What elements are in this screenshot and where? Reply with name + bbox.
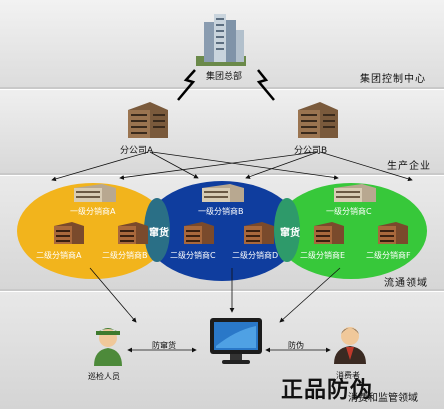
branch-b-building-icon: [298, 102, 338, 138]
secondary-distributor-c-label: 二级分销商C: [170, 251, 216, 260]
primary-distributor-c-label: 一级分销商C: [326, 207, 372, 216]
separator: [0, 87, 444, 90]
overlap-right-label: 窜货: [280, 228, 300, 239]
inspector-person-icon: [94, 328, 122, 366]
primary-distributor-b-label: 一级分销商B: [198, 207, 244, 216]
hq-building-icon: [196, 14, 246, 66]
branch-a-label: 分公司A: [120, 146, 154, 156]
hq-label: 集团总部: [206, 72, 243, 82]
band-label-consumption: 消费和监管领域: [348, 393, 418, 404]
branch-b-label: 分公司B: [294, 146, 328, 156]
secondary-distributor-a-label: 二级分销商A: [36, 251, 82, 260]
band-production: [0, 90, 444, 174]
secondary-distributor-e-building-icon: [314, 222, 344, 244]
secondary-distributor-b-label: 二级分销商B: [102, 251, 148, 260]
consumer-person-icon: [334, 327, 366, 364]
anti-counterfeit-label: 防伪: [288, 341, 304, 350]
branch-a-building-icon: [128, 102, 168, 138]
computer-monitor-icon: [210, 318, 262, 364]
band-label-circulation: 流通领域: [384, 278, 428, 289]
inspector-label: 巡检人员: [88, 372, 120, 381]
secondary-distributor-e-label: 二级分销商E: [300, 251, 346, 260]
primary-distributor-a-building-icon: [74, 184, 116, 202]
anti-diversion-label: 防窜货: [152, 341, 176, 350]
overlap-zone-left: [144, 198, 170, 262]
consumer-label: 消费者: [336, 371, 360, 380]
secondary-distributor-c-building-icon: [184, 222, 214, 244]
separator: [0, 173, 444, 176]
primary-distributor-c-building-icon: [334, 184, 376, 202]
primary-distributor-b-building-icon: [202, 184, 244, 202]
footer-title: 正品防伪: [281, 378, 374, 403]
secondary-distributor-a-building-icon: [54, 222, 84, 244]
lightning-icon: [177, 69, 275, 101]
secondary-distributor-f-label: 二级分销商F: [366, 251, 411, 260]
primary-distributor-a-label: 一级分销商A: [70, 207, 116, 216]
separator: [0, 289, 444, 292]
secondary-distributor-d-label: 二级分销商D: [232, 251, 279, 260]
overlap-zone-right: [274, 198, 300, 262]
overlap-left-label: 窜货: [149, 228, 169, 239]
band-label-production: 生产企业: [387, 161, 431, 172]
secondary-distributor-f-building-icon: [378, 222, 408, 244]
band-label-group-control: 集团控制中心: [360, 74, 426, 85]
secondary-distributor-b-building-icon: [118, 222, 148, 244]
secondary-distributor-d-building-icon: [244, 222, 274, 244]
